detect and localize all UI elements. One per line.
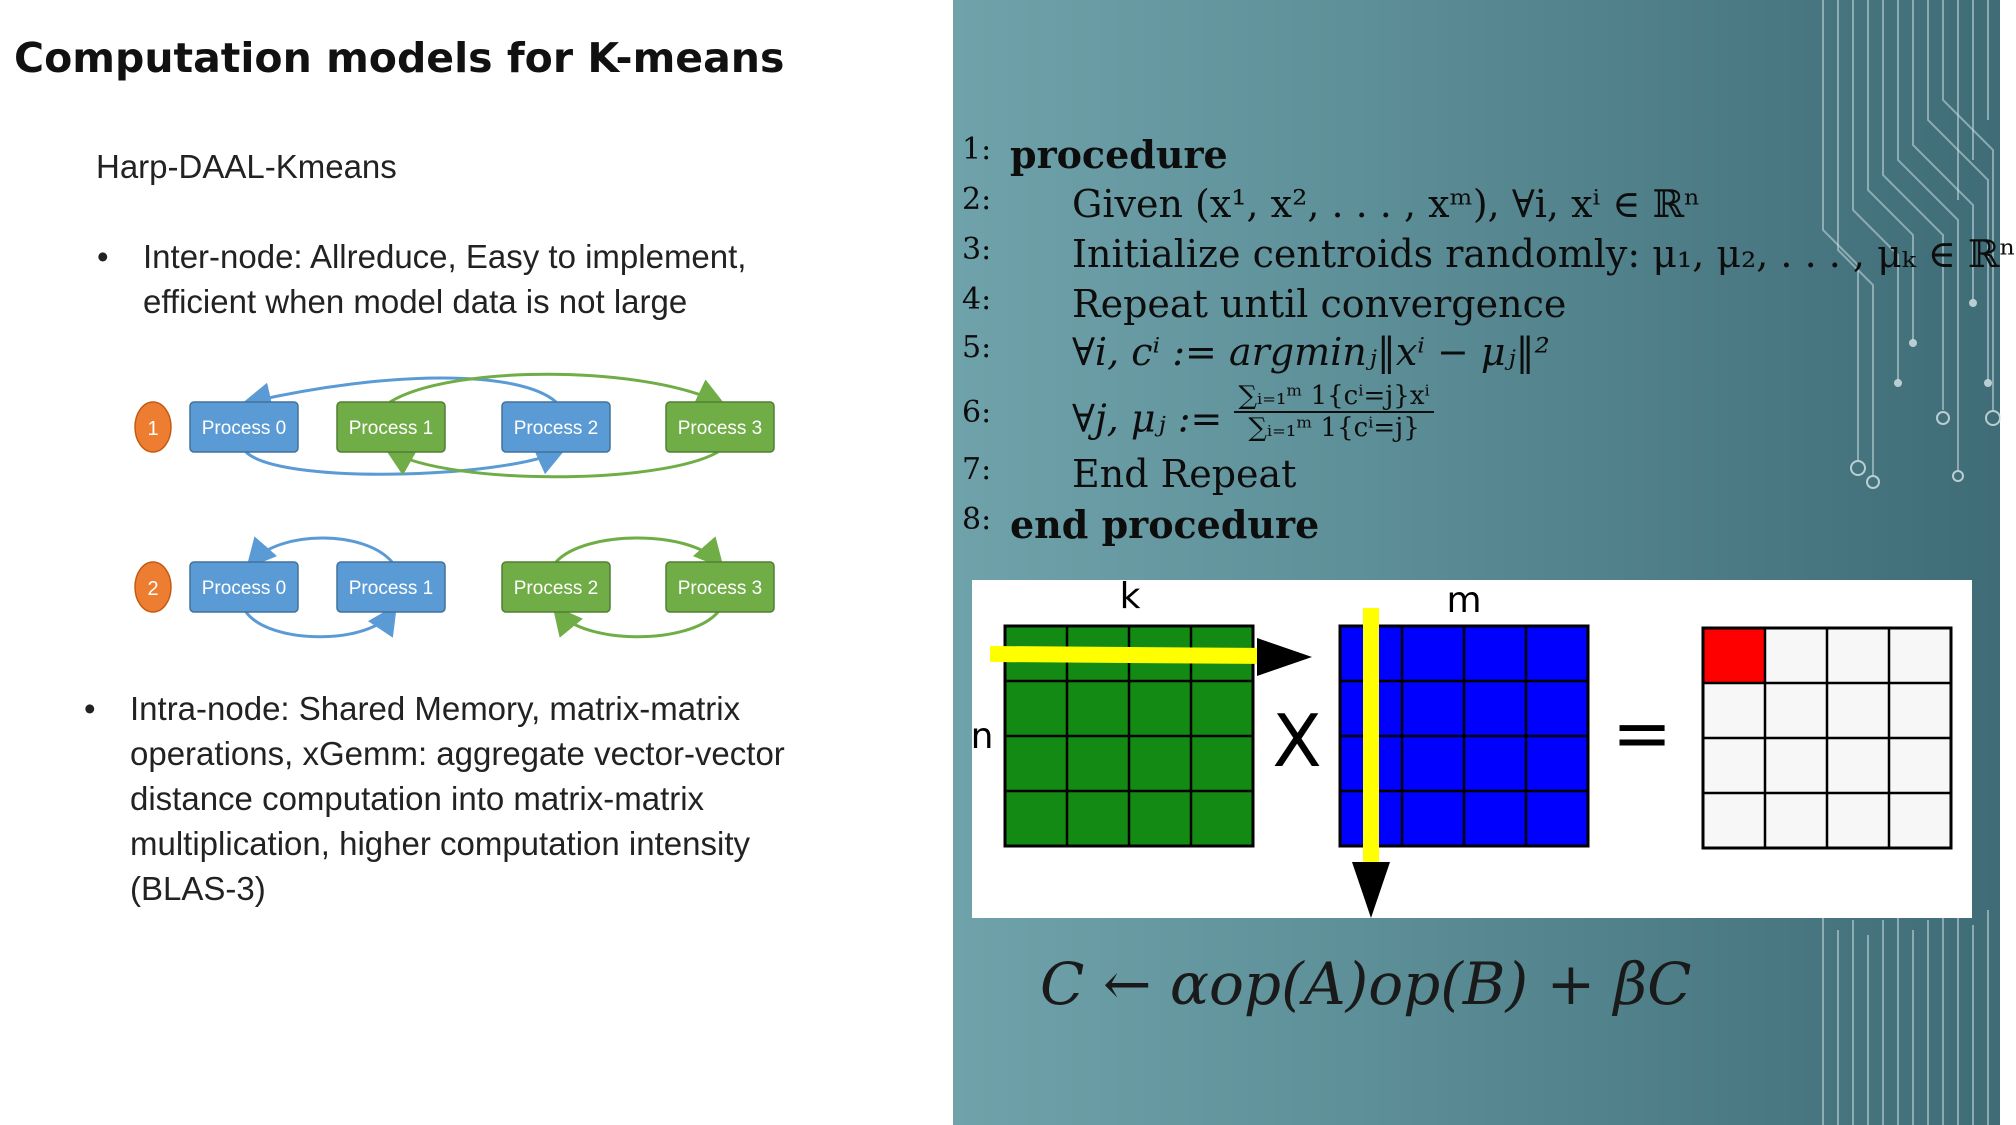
slide-title: Computation models for K-means: [14, 34, 785, 82]
process-label: Process 3: [678, 418, 762, 439]
line-number: 5:: [962, 330, 992, 365]
equals-symbol: =: [1612, 691, 1672, 775]
arc-row2-p2-to-p3: [554, 536, 724, 569]
line-number: 7:: [962, 452, 992, 487]
algo-text: Initialize centroids randomly: μ₁, μ₂, .…: [1072, 232, 2016, 276]
keyword-procedure: procedure: [1010, 132, 1228, 177]
process-label: Process 0: [202, 418, 286, 439]
result-cell-highlight: [1703, 628, 1765, 683]
arc-row1-p3-to-p1: [384, 447, 719, 479]
matrix-multiplication-figure: k n X m =: [971, 576, 1972, 918]
arc-row1-p1-to-p3: [389, 372, 727, 407]
process-box: [501, 561, 611, 613]
process-box: [501, 401, 611, 453]
process-label: Process 2: [514, 418, 598, 439]
arc-row1-p2-to-p0: [241, 376, 557, 412]
matrix-b: [1338, 624, 1590, 848]
process-label: Process 2: [514, 578, 598, 599]
line-number: 6:: [962, 395, 992, 430]
algo-text: Given (x¹, x², . . . , xᵐ), ∀i, xⁱ ∈ ℝⁿ: [1072, 182, 1701, 226]
circuit-decoration: [1822, 0, 2001, 1125]
algo-text: ∀i, cⁱ := argminⱼ‖xⁱ − μⱼ‖²: [1072, 330, 1550, 374]
process-box: [336, 401, 446, 453]
process-label: Process 1: [349, 418, 433, 439]
line-number: 2:: [962, 182, 992, 217]
process-box: [189, 401, 299, 453]
column-arrow-head: [1352, 862, 1390, 918]
process-box: [665, 561, 775, 613]
bullet-inter-node: • Inter-node: Allreduce, Easy to impleme…: [97, 234, 863, 324]
fraction-denominator: ∑ᵢ₌₁ᵐ 1{cⁱ=j}: [1248, 413, 1420, 443]
algo-text: ∀j, μⱼ := ∑ᵢ₌₁ᵐ 1{cⁱ=j}xⁱ ∑ᵢ₌₁ᵐ 1{cⁱ=j}: [1072, 381, 1434, 453]
process-label: Process 0: [202, 578, 286, 599]
right-panel: [953, 0, 2001, 1125]
arc-row2-p0-to-p1: [244, 604, 398, 639]
gemm-illustration: k n X m =: [971, 576, 1953, 918]
allreduce-diagram: 1 Process 0 Process 1 Process 2 Process …: [134, 372, 775, 639]
row-arrow-head: [1257, 638, 1312, 676]
keyword-end-procedure: end procedure: [1010, 502, 1320, 547]
bullet-text: Intra-node: Shared Memory, matrix-matrix…: [130, 690, 785, 907]
step-badge-2-label: 2: [147, 578, 158, 600]
matrix-c: [1701, 626, 1953, 850]
times-symbol: X: [1272, 699, 1321, 783]
arc-row2-p1-to-p0: [246, 536, 394, 569]
process-label: Process 1: [349, 578, 433, 599]
step-badge-1: [134, 401, 172, 453]
process-box: [336, 561, 446, 613]
arc-row2-p3-to-p2: [552, 605, 720, 639]
bullet-intra-node: • Intra-node: Shared Memory, matrix-matr…: [84, 686, 850, 911]
mu-update-fraction: ∑ᵢ₌₁ᵐ 1{cⁱ=j}xⁱ ∑ᵢ₌₁ᵐ 1{cⁱ=j}: [1234, 381, 1434, 443]
line-number: 1:: [962, 132, 992, 167]
bullet-marker: •: [97, 238, 109, 275]
fraction-numerator: ∑ᵢ₌₁ᵐ 1{cⁱ=j}xⁱ: [1234, 381, 1434, 413]
left-panel: Computation models for K-means Harp-DAAL…: [0, 0, 953, 1125]
process-box: [189, 561, 299, 613]
slide-subtitle: Harp-DAAL-Kmeans: [96, 148, 397, 185]
bullet-marker: •: [84, 690, 96, 727]
algo-text: End Repeat: [1072, 452, 1297, 496]
line-number: 8:: [962, 502, 992, 537]
mu-update-lhs: ∀j, μⱼ :=: [1072, 396, 1223, 441]
gemm-formula: C ← αop(A)op(B) + βC: [1040, 950, 1692, 1018]
label-n: n: [971, 716, 994, 757]
algo-text: Repeat until convergence: [1072, 282, 1567, 326]
bullet-text: Inter-node: Allreduce, Easy to implement…: [143, 238, 747, 320]
label-m: m: [1446, 580, 1481, 621]
process-label: Process 3: [678, 578, 762, 599]
step-badge-2: [134, 561, 172, 613]
line-number: 4:: [962, 282, 992, 317]
step-badge-1-label: 1: [147, 418, 158, 440]
line-number: 3:: [962, 232, 992, 267]
process-box: [665, 401, 775, 453]
row-vector-arrow: [989, 646, 1273, 664]
label-k: k: [1120, 576, 1141, 617]
